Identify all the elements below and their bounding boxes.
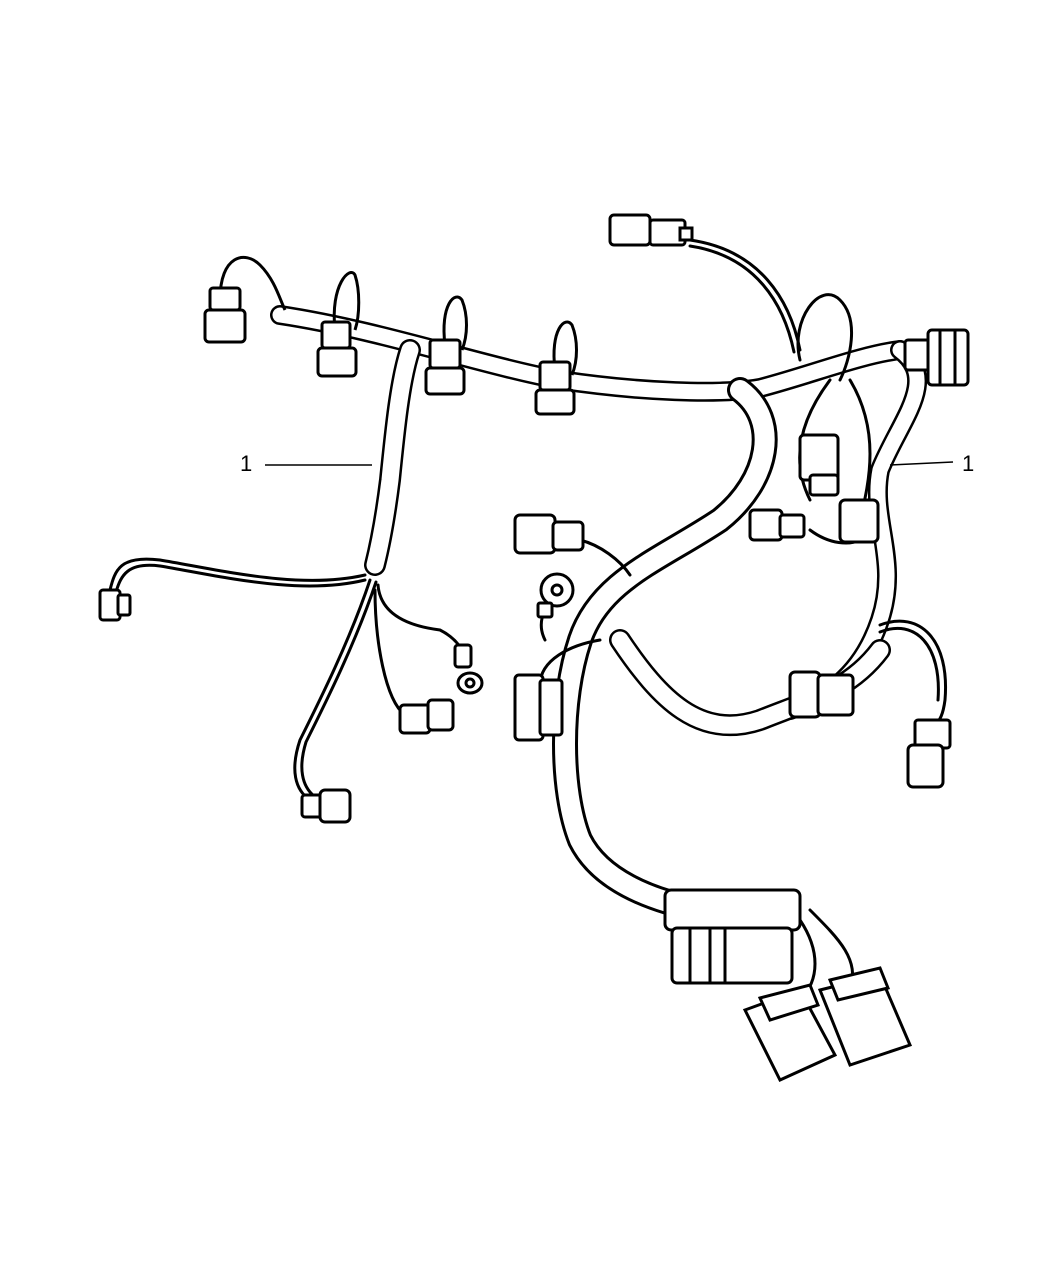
pcm-main-connector [663,888,802,985]
injector-connector-4 [534,320,578,416]
pcm-pigtail-connector-left [742,983,838,1082]
injector-connector-1 [203,255,287,344]
lower-left-sensor-connector [300,788,352,824]
callout-leader-right [889,461,954,466]
middle-right-connector-c [838,498,880,544]
right-mid-connector [788,670,855,719]
callout-number-left: 1 [240,451,253,476]
ground-ring-terminal-center [536,572,575,619]
callout-leaders [265,461,954,466]
center-lower-connector [513,673,564,742]
middle-right-connector-a [798,433,840,497]
ground-ring-terminal-left [453,643,484,695]
center-sensor-connector [513,513,585,555]
top-sensor-connector [608,213,694,247]
pcm-pigtail-connector-right [817,966,913,1067]
small-connector-left-center [398,698,455,735]
far-right-connector [906,718,952,789]
injector-connector-3 [424,295,468,396]
main-harness-trunk [270,305,928,923]
middle-right-connector-b [748,508,806,542]
branch-wires [108,238,948,1002]
left-connector [98,588,132,622]
callout-number-right: 1 [962,451,975,476]
right-top-connector [903,328,970,387]
injector-connector-2 [316,271,361,378]
